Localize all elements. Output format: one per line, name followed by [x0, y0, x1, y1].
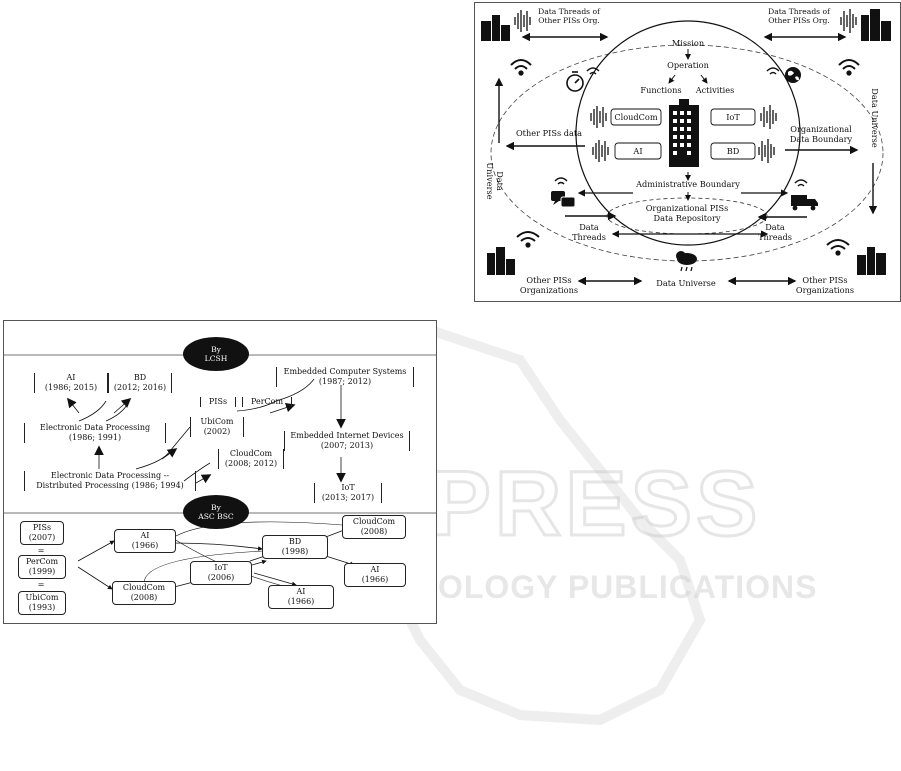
lcsh-piss: PISs	[200, 397, 236, 407]
wifi-icon	[586, 67, 600, 75]
asc-ai-2: AI (1966)	[344, 563, 406, 587]
organizational-boundary-circle	[575, 20, 801, 246]
lcsh-embedded-internet-devices: Embedded Internet Devices (2007; 2013)	[284, 431, 410, 451]
asc-ai-3: AI (1966)	[268, 585, 334, 609]
asc-percom: PerCom (1999)	[18, 555, 66, 579]
wifi-icon	[766, 67, 780, 75]
asc-cloudcom-2: CloudCom (2008)	[342, 515, 406, 539]
asc-ubicom: UbiCom (1993)	[18, 591, 66, 615]
signal-wave-icon	[758, 139, 775, 163]
asc-bd: BD (1998)	[262, 535, 328, 559]
asc-piss: PISs (2007)	[20, 521, 64, 545]
signal-wave-icon	[760, 105, 777, 129]
globe-icon	[785, 67, 801, 83]
label-iot: IoT	[726, 112, 740, 122]
signal-wave-icon	[514, 10, 531, 32]
lcsh-ubicom: UbiCom (2002)	[190, 417, 244, 437]
label-ai: AI	[633, 146, 643, 156]
label-data-threads-left: Data Threads	[572, 222, 606, 242]
wifi-icon	[826, 239, 850, 256]
asc-ai-1: AI (1966)	[114, 529, 176, 553]
truck-icon	[791, 195, 818, 211]
cloud-icon	[676, 251, 697, 272]
lcsh-cloudcom: CloudCom (2008; 2012)	[218, 449, 284, 469]
label-mission: Mission	[671, 38, 705, 48]
lcsh-electronic-data-processing: Electronic Data Processing (1986; 1991)	[24, 423, 166, 443]
lcsh-ai: AI (1986; 2015)	[34, 373, 108, 393]
wifi-icon	[794, 179, 808, 187]
org-diagram-lines	[481, 9, 891, 286]
lcsh-bd: BD (2012; 2016)	[108, 373, 172, 393]
by-ascbsc-badge: By ASC BSC	[183, 495, 249, 529]
label-data-universe-right: Data Universe	[870, 88, 880, 148]
building-icon	[669, 99, 699, 167]
asc-equals-2: =	[37, 579, 45, 589]
label-cloudcom: CloudCom	[614, 112, 658, 122]
label-organizational-repository: Organizational PISs Data Repository	[645, 203, 729, 223]
city-icon	[481, 15, 510, 41]
label-functions: Functions	[640, 85, 682, 95]
stopwatch-icon	[566, 71, 584, 92]
label-other-orgs-right: Other PISs Organizations	[795, 275, 855, 295]
lcsh-percom: PerCom	[242, 397, 292, 407]
asc-cloudcom-1: CloudCom (2008)	[112, 581, 176, 605]
label-data-universe-bottom: Data Universe	[656, 278, 716, 288]
organizational-data-figure: Data Threads of Other PISs Org. Data Thr…	[474, 2, 901, 302]
label-threads-other-right: Data Threads of Other PISs Org.	[768, 7, 830, 25]
label-operation: Operation	[667, 60, 709, 70]
city-icon	[857, 247, 886, 275]
city-icon	[861, 9, 891, 41]
signal-wave-icon	[592, 140, 609, 162]
label-threads-other-left: Data Threads of Other PISs Org.	[538, 7, 600, 25]
by-lcsh-badge: By LCSH	[183, 337, 249, 371]
wifi-icon	[516, 231, 540, 248]
wifi-icon	[510, 59, 532, 76]
wifi-icon	[554, 177, 568, 185]
asc-equals-1: =	[37, 545, 45, 555]
chat-icon	[551, 191, 576, 208]
label-administrative-boundary: Administrative Boundary	[636, 179, 740, 189]
signal-wave-icon	[840, 9, 857, 33]
label-bd: BD	[726, 146, 740, 156]
terminology-figure: By LCSH By ASC BSC AI (1986; 2015) BD (2…	[3, 320, 437, 624]
label-data-universe-left: Data Universe	[485, 162, 505, 200]
signal-wave-icon	[590, 106, 607, 128]
lcsh-iot: IoT (2013; 2017)	[314, 483, 382, 503]
label-activities: Activities	[695, 85, 735, 95]
lcsh-distributed-processing: Electronic Data Processing -- Distribute…	[24, 471, 196, 491]
label-org-data-boundary: Organizational Data Boundary	[789, 124, 853, 144]
wifi-icon	[838, 59, 860, 76]
lcsh-embedded-computer-systems: Embedded Computer Systems (1987; 2012)	[276, 367, 414, 387]
label-other-orgs-left: Other PISs Organizations	[519, 275, 579, 295]
city-icon	[487, 247, 515, 275]
asc-iot: IoT (2006)	[190, 561, 252, 585]
label-data-threads-right: Data Threads	[758, 222, 792, 242]
label-other-piss-data: Other PISs data	[515, 128, 583, 138]
